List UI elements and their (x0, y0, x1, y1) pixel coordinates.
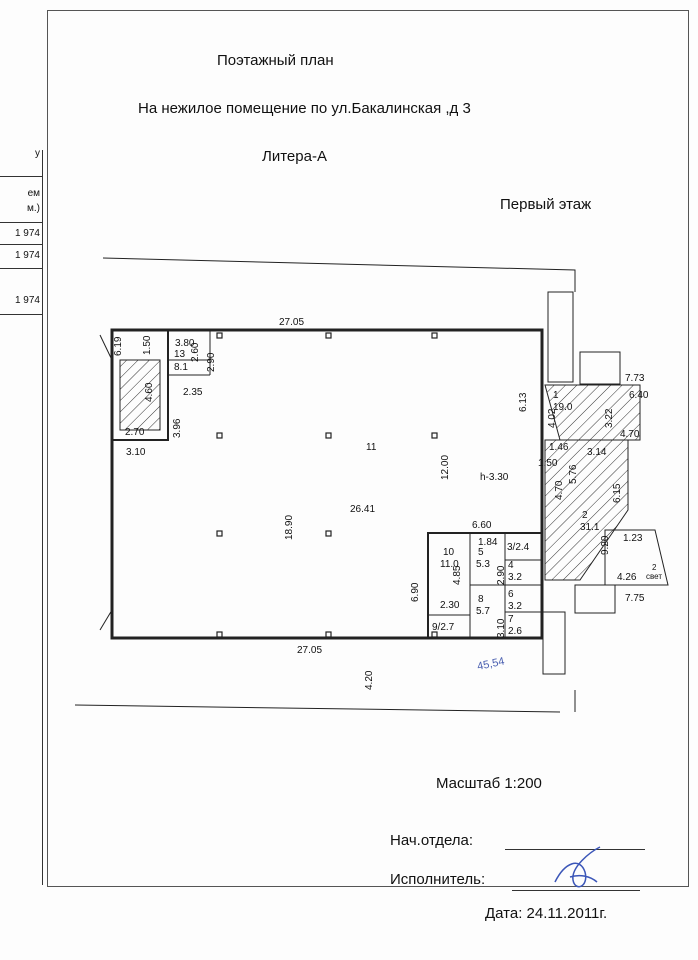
executor-signature-icon (554, 846, 601, 888)
sidebar-row-3: 1 974 (14, 295, 40, 306)
room-3-label: 3/2.4 (507, 542, 530, 553)
dim-outer-offset: 4.20 (364, 670, 375, 690)
room-7-area: 2.6 (508, 626, 522, 637)
dim-3-10-b: 3.10 (496, 618, 507, 638)
room-1-area: 19.0 (553, 402, 573, 413)
room-4-area: 3.2 (508, 572, 522, 583)
room-1-number: 1 (553, 390, 559, 401)
dim-6-15: 6.15 (612, 483, 623, 503)
room-10-number: 10 (443, 547, 455, 558)
dim-1-46: 1.46 (549, 442, 569, 453)
dim-2-90-b: 2.90 (496, 565, 507, 585)
dim-5-76: 5.76 (568, 464, 579, 484)
site-boundary (102, 257, 576, 292)
sidebar-rule (0, 244, 42, 245)
sidebar-rule (0, 176, 42, 177)
dim-4-85: 4.85 (452, 565, 463, 585)
handwritten-area-note: 45,54 (476, 655, 505, 672)
room-13-number: 13 (174, 349, 186, 360)
document-subtitle: На нежилое помещение по ул.Бакалинская ,… (138, 100, 471, 117)
room-2-number: 2 (582, 510, 588, 521)
litera-label: Литера-А (262, 148, 327, 165)
dim-12-00: 12.00 (440, 455, 451, 480)
site-boundary-bottom (74, 704, 561, 713)
column-markers (216, 332, 438, 638)
sidebar-row-1: 1 974 (14, 228, 40, 239)
dim-4-70-annex: 4.70 (620, 429, 640, 440)
sidebar-rule (0, 222, 42, 223)
room-2-hatch (544, 439, 629, 581)
room-5-number: 5 (478, 547, 484, 558)
page-frame (47, 10, 689, 887)
ceiling-height: h-3.30 (480, 472, 509, 483)
building-outline (110, 328, 544, 640)
dim-2-70: 2.70 (125, 427, 145, 438)
date-label: Дата: 24.11.2011г. (485, 905, 608, 922)
sidebar-edge (42, 150, 43, 885)
dim-4-02: 4.02 (547, 408, 558, 428)
executor-signature-line (512, 890, 640, 891)
sidebar-head-2: м.) (27, 203, 40, 214)
dim-2-60: 2.60 (190, 342, 201, 362)
sidebar-head-1: ем (27, 188, 40, 199)
room-4-number: 4 (508, 560, 514, 571)
dim-4-70: 4.70 (554, 480, 565, 500)
dim-7-73: 7.73 (625, 373, 645, 384)
dim-3-80: 3.80 (175, 338, 195, 349)
dim-7-75: 7.75 (625, 593, 645, 604)
room-svet-label: свет (646, 572, 662, 581)
scale-label: Масштаб 1:200 (436, 775, 542, 792)
dim-3-10: 3.10 (126, 447, 146, 458)
room-11-area: 26.41 (350, 504, 375, 515)
room-10-area: 11.0 (440, 559, 459, 570)
floor-label: Первый этаж (500, 196, 592, 213)
sidebar-fragment-top: у (35, 148, 40, 159)
dim-1-50: 1.50 (142, 335, 153, 355)
room-6-area: 3.2 (508, 601, 522, 612)
dim-3-14: 3.14 (587, 447, 607, 458)
stair-hatch (119, 359, 161, 431)
sidebar-row-2: 1 974 (14, 250, 40, 261)
room-9-label: 9/2.7 (432, 622, 455, 633)
room-2-svet-number: 2 (652, 563, 657, 572)
sidebar-rule (0, 314, 42, 315)
dim-6-19: 6.19 (113, 336, 124, 356)
room-8-area: 5.7 (476, 606, 490, 617)
dim-6-40: 6.40 (629, 390, 649, 401)
dim-1-84: 1.84 (478, 537, 498, 548)
room-7-number: 7 (508, 614, 514, 625)
executor-label: Исполнитель: (390, 871, 486, 888)
dim-6-60: 6.60 (472, 520, 492, 531)
room-6-number: 6 (508, 589, 514, 600)
dim-18-90: 18.90 (284, 515, 295, 540)
dim-4-26: 4.26 (617, 572, 637, 583)
dim-1-23: 1.23 (623, 533, 643, 544)
head-signature-line (505, 849, 645, 850)
room-2-area: 31.1 (580, 522, 600, 533)
document-title: Поэтажный план (217, 52, 334, 69)
dim-3-96: 3.96 (172, 418, 183, 438)
dim-1-50-b: 1.50 (538, 458, 558, 469)
dim-2-90: 2.90 (206, 352, 217, 372)
dim-3-22: 3.22 (604, 408, 615, 428)
dim-2-30: 2.30 (440, 600, 460, 611)
dim-2-35: 2.35 (183, 387, 203, 398)
stair-annex (544, 384, 641, 441)
dim-4-60: 4.60 (144, 382, 155, 402)
room-8-number: 8 (478, 594, 484, 605)
room-11-number: 11 (366, 442, 377, 453)
dim-9-20: 9.20 (600, 535, 611, 555)
room-5-area: 5.3 (476, 559, 490, 570)
head-of-department-label: Нач.отдела: (390, 832, 474, 849)
dim-top-width: 27.05 (279, 317, 304, 328)
sidebar-rule (0, 268, 42, 269)
dim-6-90: 6.90 (410, 582, 421, 602)
room-13-area: 8.1 (174, 362, 188, 373)
dim-6-13: 6.13 (518, 392, 529, 412)
dim-bottom-width: 27.05 (297, 645, 322, 656)
